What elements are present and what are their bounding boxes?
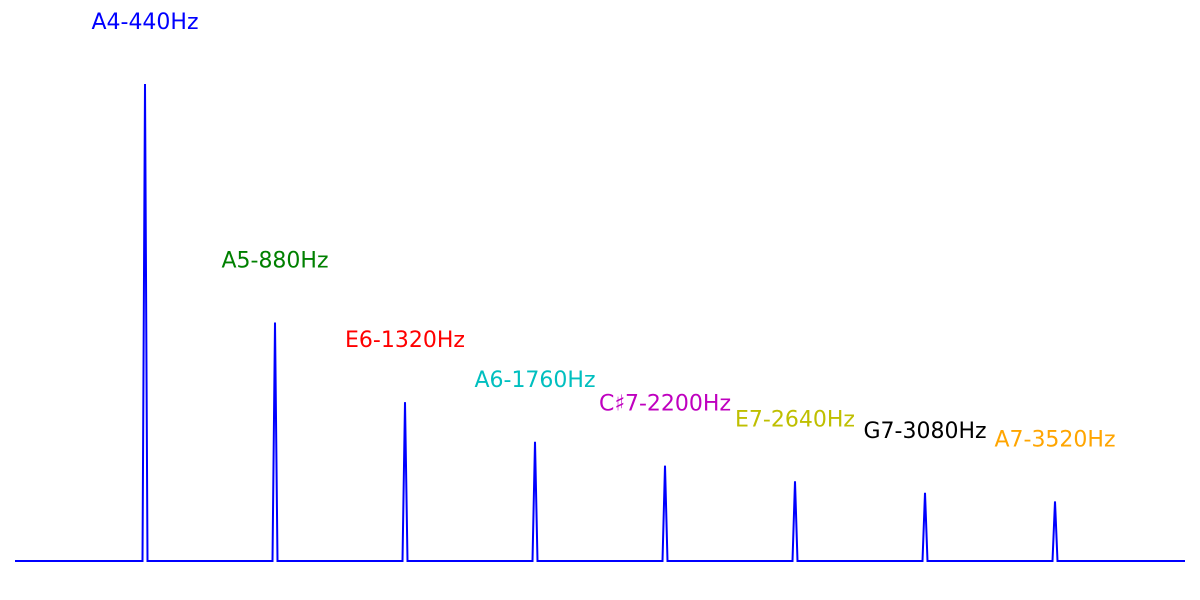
- spectrum-line: [15, 83, 1185, 562]
- peak-label-7: G7-3080Hz: [863, 419, 986, 444]
- peak-label-8: A7-3520Hz: [994, 427, 1115, 452]
- peak-label-5: C♯7-2200Hz: [599, 392, 731, 417]
- peak-label-4: A6-1760Hz: [474, 368, 595, 393]
- peak-label-3: E6-1320Hz: [345, 328, 465, 353]
- peak-label-6: E7-2640Hz: [735, 407, 855, 432]
- peak-label-1: A4-440Hz: [91, 10, 198, 35]
- peak-label-2: A5-880Hz: [221, 249, 328, 274]
